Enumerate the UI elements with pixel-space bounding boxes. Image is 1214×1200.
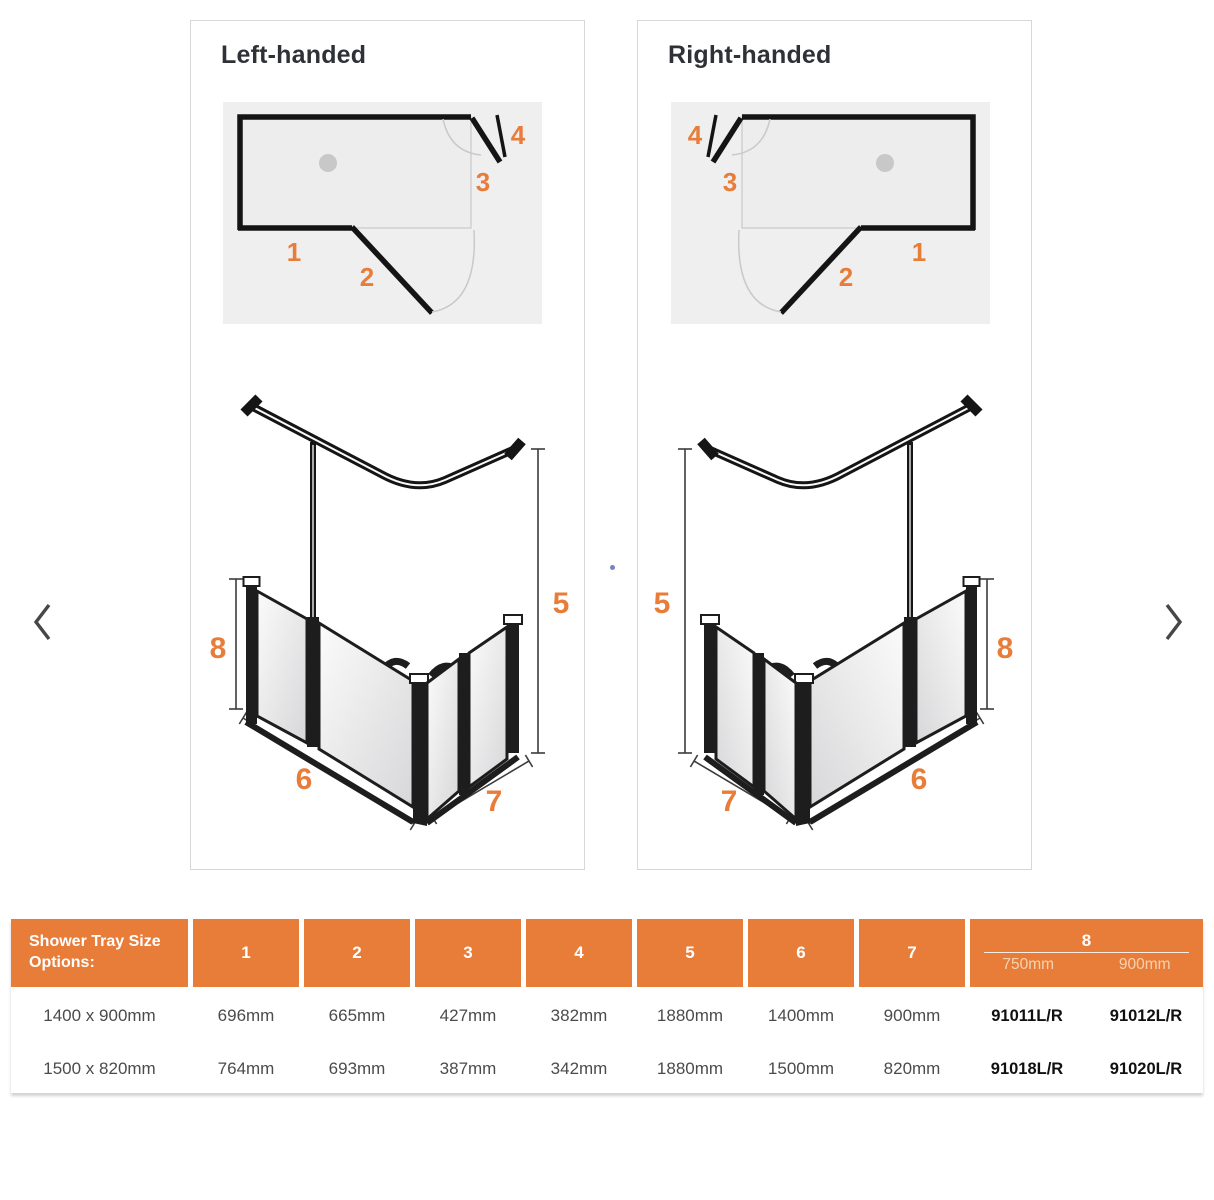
- panel-title-left: Left-handed: [221, 41, 367, 69]
- plan-label-4: 4: [688, 120, 703, 150]
- screen-label-5: 5: [654, 587, 671, 620]
- panel-left-handed: Left-handed 1 2 3 4: [190, 20, 585, 870]
- plan-label-2: 2: [839, 262, 853, 292]
- table-cell: 382mm: [550, 1006, 608, 1025]
- table-header-7: 7: [859, 919, 965, 987]
- screen-label-7: 7: [486, 785, 503, 818]
- product-code: 91020L/R: [1109, 1059, 1183, 1078]
- plan-label-3: 3: [476, 167, 490, 197]
- product-code: 91012L/R: [1109, 1006, 1183, 1025]
- table-cell: 820mm: [883, 1059, 941, 1078]
- table-row-size: 1500 x 820mm: [43, 1059, 156, 1078]
- screen-3d-right-diagram: 5 6 7 8: [654, 371, 1014, 861]
- table-cell: 1880mm: [656, 1059, 724, 1078]
- table-header-8: 8: [1081, 931, 1092, 950]
- floor-plan-left-diagram: 1 2 3 4: [223, 102, 542, 324]
- table-cell: 342mm: [550, 1059, 608, 1078]
- table-header-size-options: Shower Tray Size Options:: [11, 919, 188, 987]
- plan-label-4: 4: [511, 120, 526, 150]
- table-header-2: 2: [304, 919, 410, 987]
- screen-3d-left-diagram: 5 6 7 8: [210, 394, 570, 831]
- table-cell: 1500mm: [767, 1059, 835, 1078]
- panel-title-right: Right-handed: [668, 41, 832, 69]
- carousel-next-button[interactable]: [1160, 600, 1186, 644]
- table-cell: 1400mm: [767, 1006, 835, 1025]
- screen-label-8: 8: [997, 632, 1014, 665]
- header-8-divider: [983, 952, 1190, 953]
- table-cell: 696mm: [217, 1006, 275, 1025]
- table-row-size: 1400 x 900mm: [43, 1006, 156, 1025]
- table-cell: 693mm: [328, 1059, 386, 1078]
- plan-label-2: 2: [360, 262, 374, 292]
- table-cell: 665mm: [328, 1006, 386, 1025]
- table-header-6: 6: [748, 919, 854, 987]
- table-header-5: 5: [637, 919, 743, 987]
- table-header-8-group: 8 750mm 900mm: [970, 919, 1203, 987]
- table-cell: 387mm: [439, 1059, 497, 1078]
- panel-right-handed: Right-handed 1 2 3 4 5 6 7 8: [637, 20, 1032, 870]
- table-header-8-750: 750mm: [1002, 956, 1055, 973]
- screen-label-5: 5: [553, 587, 570, 620]
- chevron-left-icon: [33, 603, 51, 641]
- product-code: 91011L/R: [991, 1006, 1063, 1025]
- table-header-4: 4: [526, 919, 632, 987]
- chevron-right-icon: [1165, 603, 1183, 641]
- table-cell: 427mm: [439, 1006, 497, 1025]
- table-header-1: 1: [193, 919, 299, 987]
- table-cell: 900mm: [883, 1006, 941, 1025]
- plan-label-3: 3: [723, 167, 737, 197]
- table-cell: 1880mm: [656, 1006, 724, 1025]
- size-options-table: Shower Tray Size Options: 1 2 3 4 5 6 7 …: [11, 919, 1203, 1093]
- screen-label-7: 7: [721, 785, 738, 818]
- product-code: 91018L/R: [990, 1059, 1064, 1078]
- floor-plan-right-diagram: 1 2 3 4: [633, 16, 1027, 346]
- plan-label-1: 1: [912, 237, 926, 267]
- carousel-prev-button[interactable]: [30, 600, 56, 644]
- stray-dot: [610, 565, 615, 570]
- table-header-8-900: 900mm: [1118, 956, 1171, 973]
- table-cell: 764mm: [217, 1059, 275, 1078]
- screen-label-6: 6: [911, 763, 928, 796]
- screen-label-8: 8: [210, 632, 227, 665]
- table-header-3: 3: [415, 919, 521, 987]
- screen-label-6: 6: [296, 763, 313, 796]
- plan-label-1: 1: [287, 237, 301, 267]
